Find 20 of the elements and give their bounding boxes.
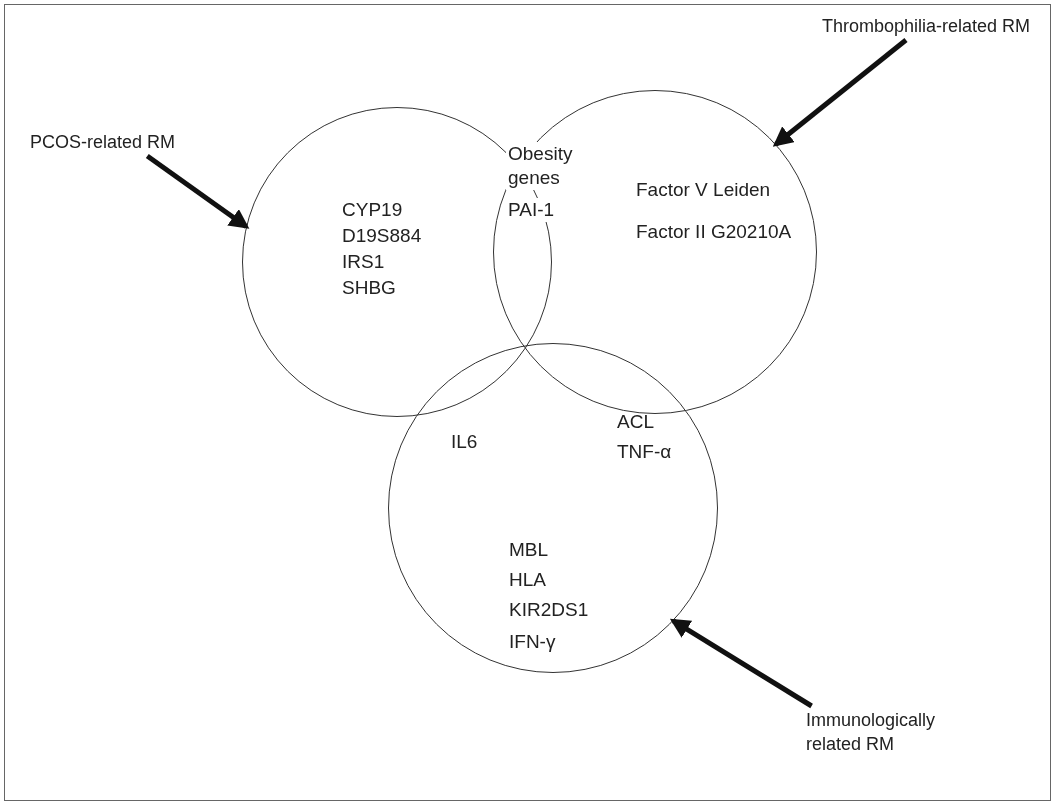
arrow	[669, 618, 813, 709]
gene-label: CYP19	[342, 198, 403, 222]
group-label: Thrombophilia-related RM	[822, 15, 1032, 38]
gene-label: D19S884	[342, 224, 422, 248]
gene-label: HLA	[509, 568, 546, 592]
gene-label: PAI-1	[506, 198, 557, 222]
group-label: PCOS-related RM	[30, 131, 177, 154]
gene-label: TNF-α	[617, 440, 672, 464]
gene-label: ACL	[617, 410, 654, 434]
gene-label: IFN-γ	[509, 630, 556, 654]
gene-label: IRS1	[342, 250, 385, 274]
gene-label: MBL	[509, 538, 549, 562]
group-label: Immunologically related RM	[806, 709, 937, 756]
gene-label: Factor II G20210A	[636, 220, 792, 244]
arrow	[145, 153, 250, 229]
gene-label: KIR2DS1	[509, 598, 589, 622]
gene-label: IL6	[451, 430, 478, 454]
gene-label: SHBG	[342, 276, 396, 300]
arrow	[772, 38, 908, 147]
gene-label: Factor V Leiden	[636, 178, 771, 202]
